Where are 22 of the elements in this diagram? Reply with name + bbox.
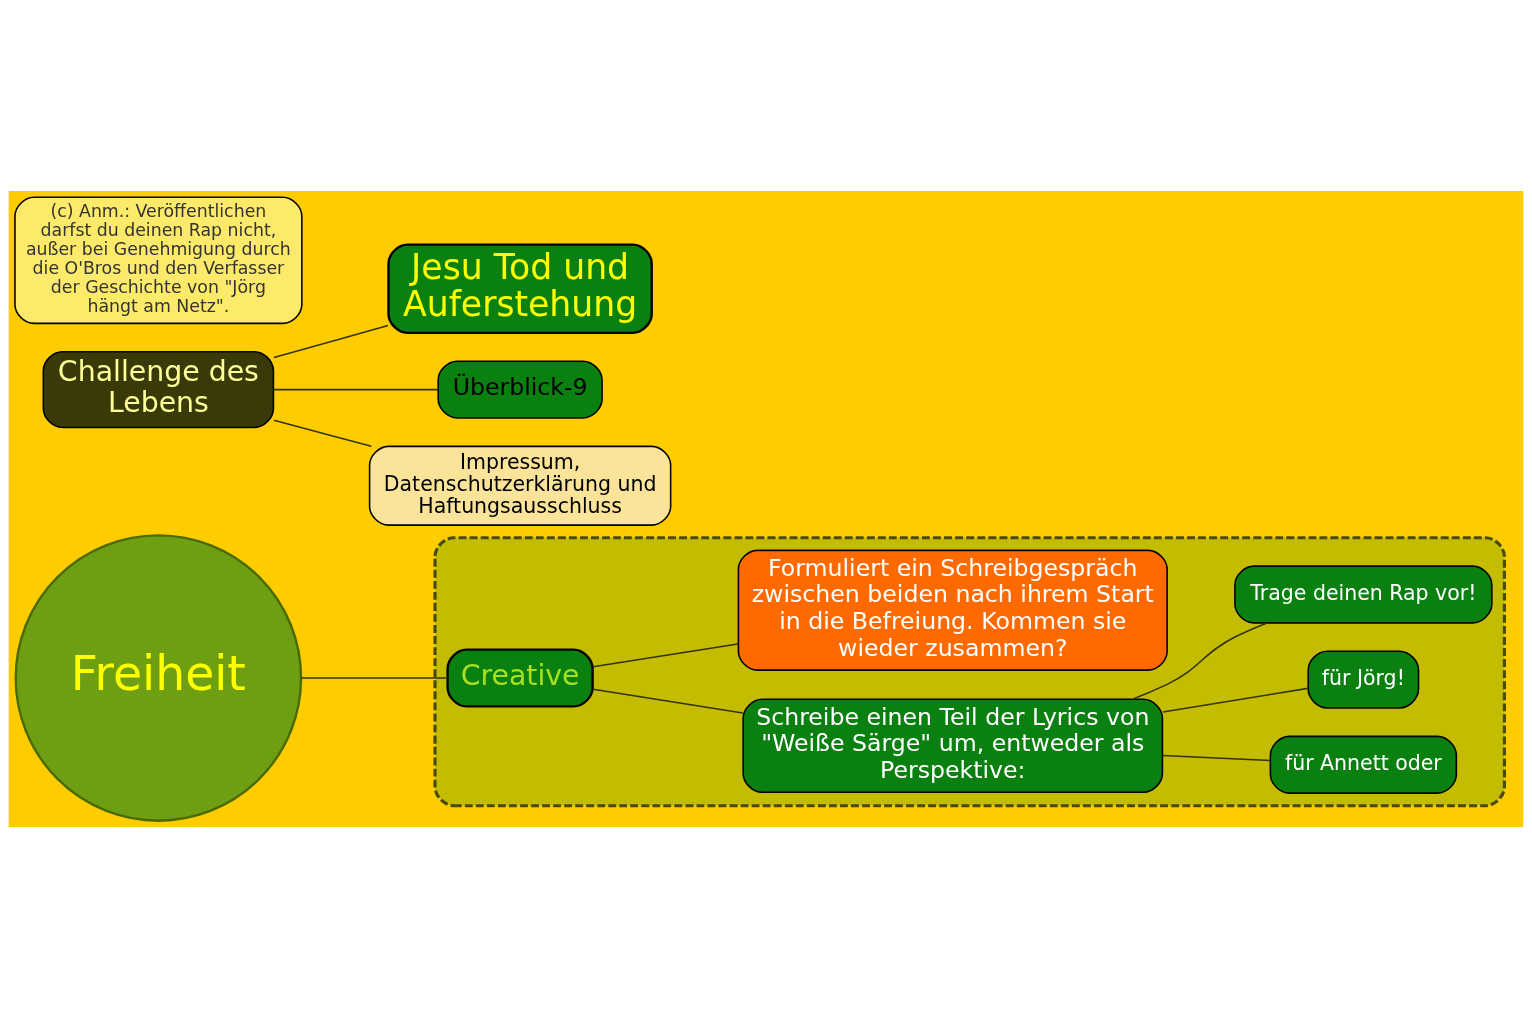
connector (273, 418, 373, 447)
node-box: Trage deinen Rap vor! (1234, 564, 1493, 624)
node-box: Impressum, Datenschutzerklärung und Haftungsausschluss (368, 445, 672, 526)
node-box: (c) Anm.: Veröffentlichen darfst du deinen Rap nicht, außer bei Genehmigung durch die O'Bros und den Verfasser der Geschichte von "Jörg hängt am Netz". (14, 196, 303, 324)
cluster (433, 535, 1506, 807)
connector (273, 388, 439, 390)
node-box: Creative (446, 648, 594, 708)
node-box: Überblick-9 (437, 359, 603, 419)
node-box: Formuliert ein Schreibgespräch zwischen beiden nach ihrem Start in die Befreiung. Kommen sie wieder zusammen? (737, 549, 1168, 671)
connector (1162, 754, 1272, 761)
node-circle: Freiheit (14, 533, 303, 822)
connector (300, 676, 449, 679)
connector (592, 642, 739, 668)
connector (592, 688, 744, 714)
node-box: für Annett oder (1269, 735, 1458, 794)
connector (1131, 621, 1268, 700)
connector (1162, 687, 1309, 713)
node-box: Jesu Tod und Auferstehung (387, 242, 653, 334)
node-box: Schreibe einen Teil der Lyrics von "Weiße Särge" um, entweder als Perspektive: (742, 698, 1164, 793)
node-box: für Jörg! (1307, 649, 1420, 709)
connector (273, 324, 389, 358)
node-box: Challenge des Lebens (42, 350, 275, 428)
